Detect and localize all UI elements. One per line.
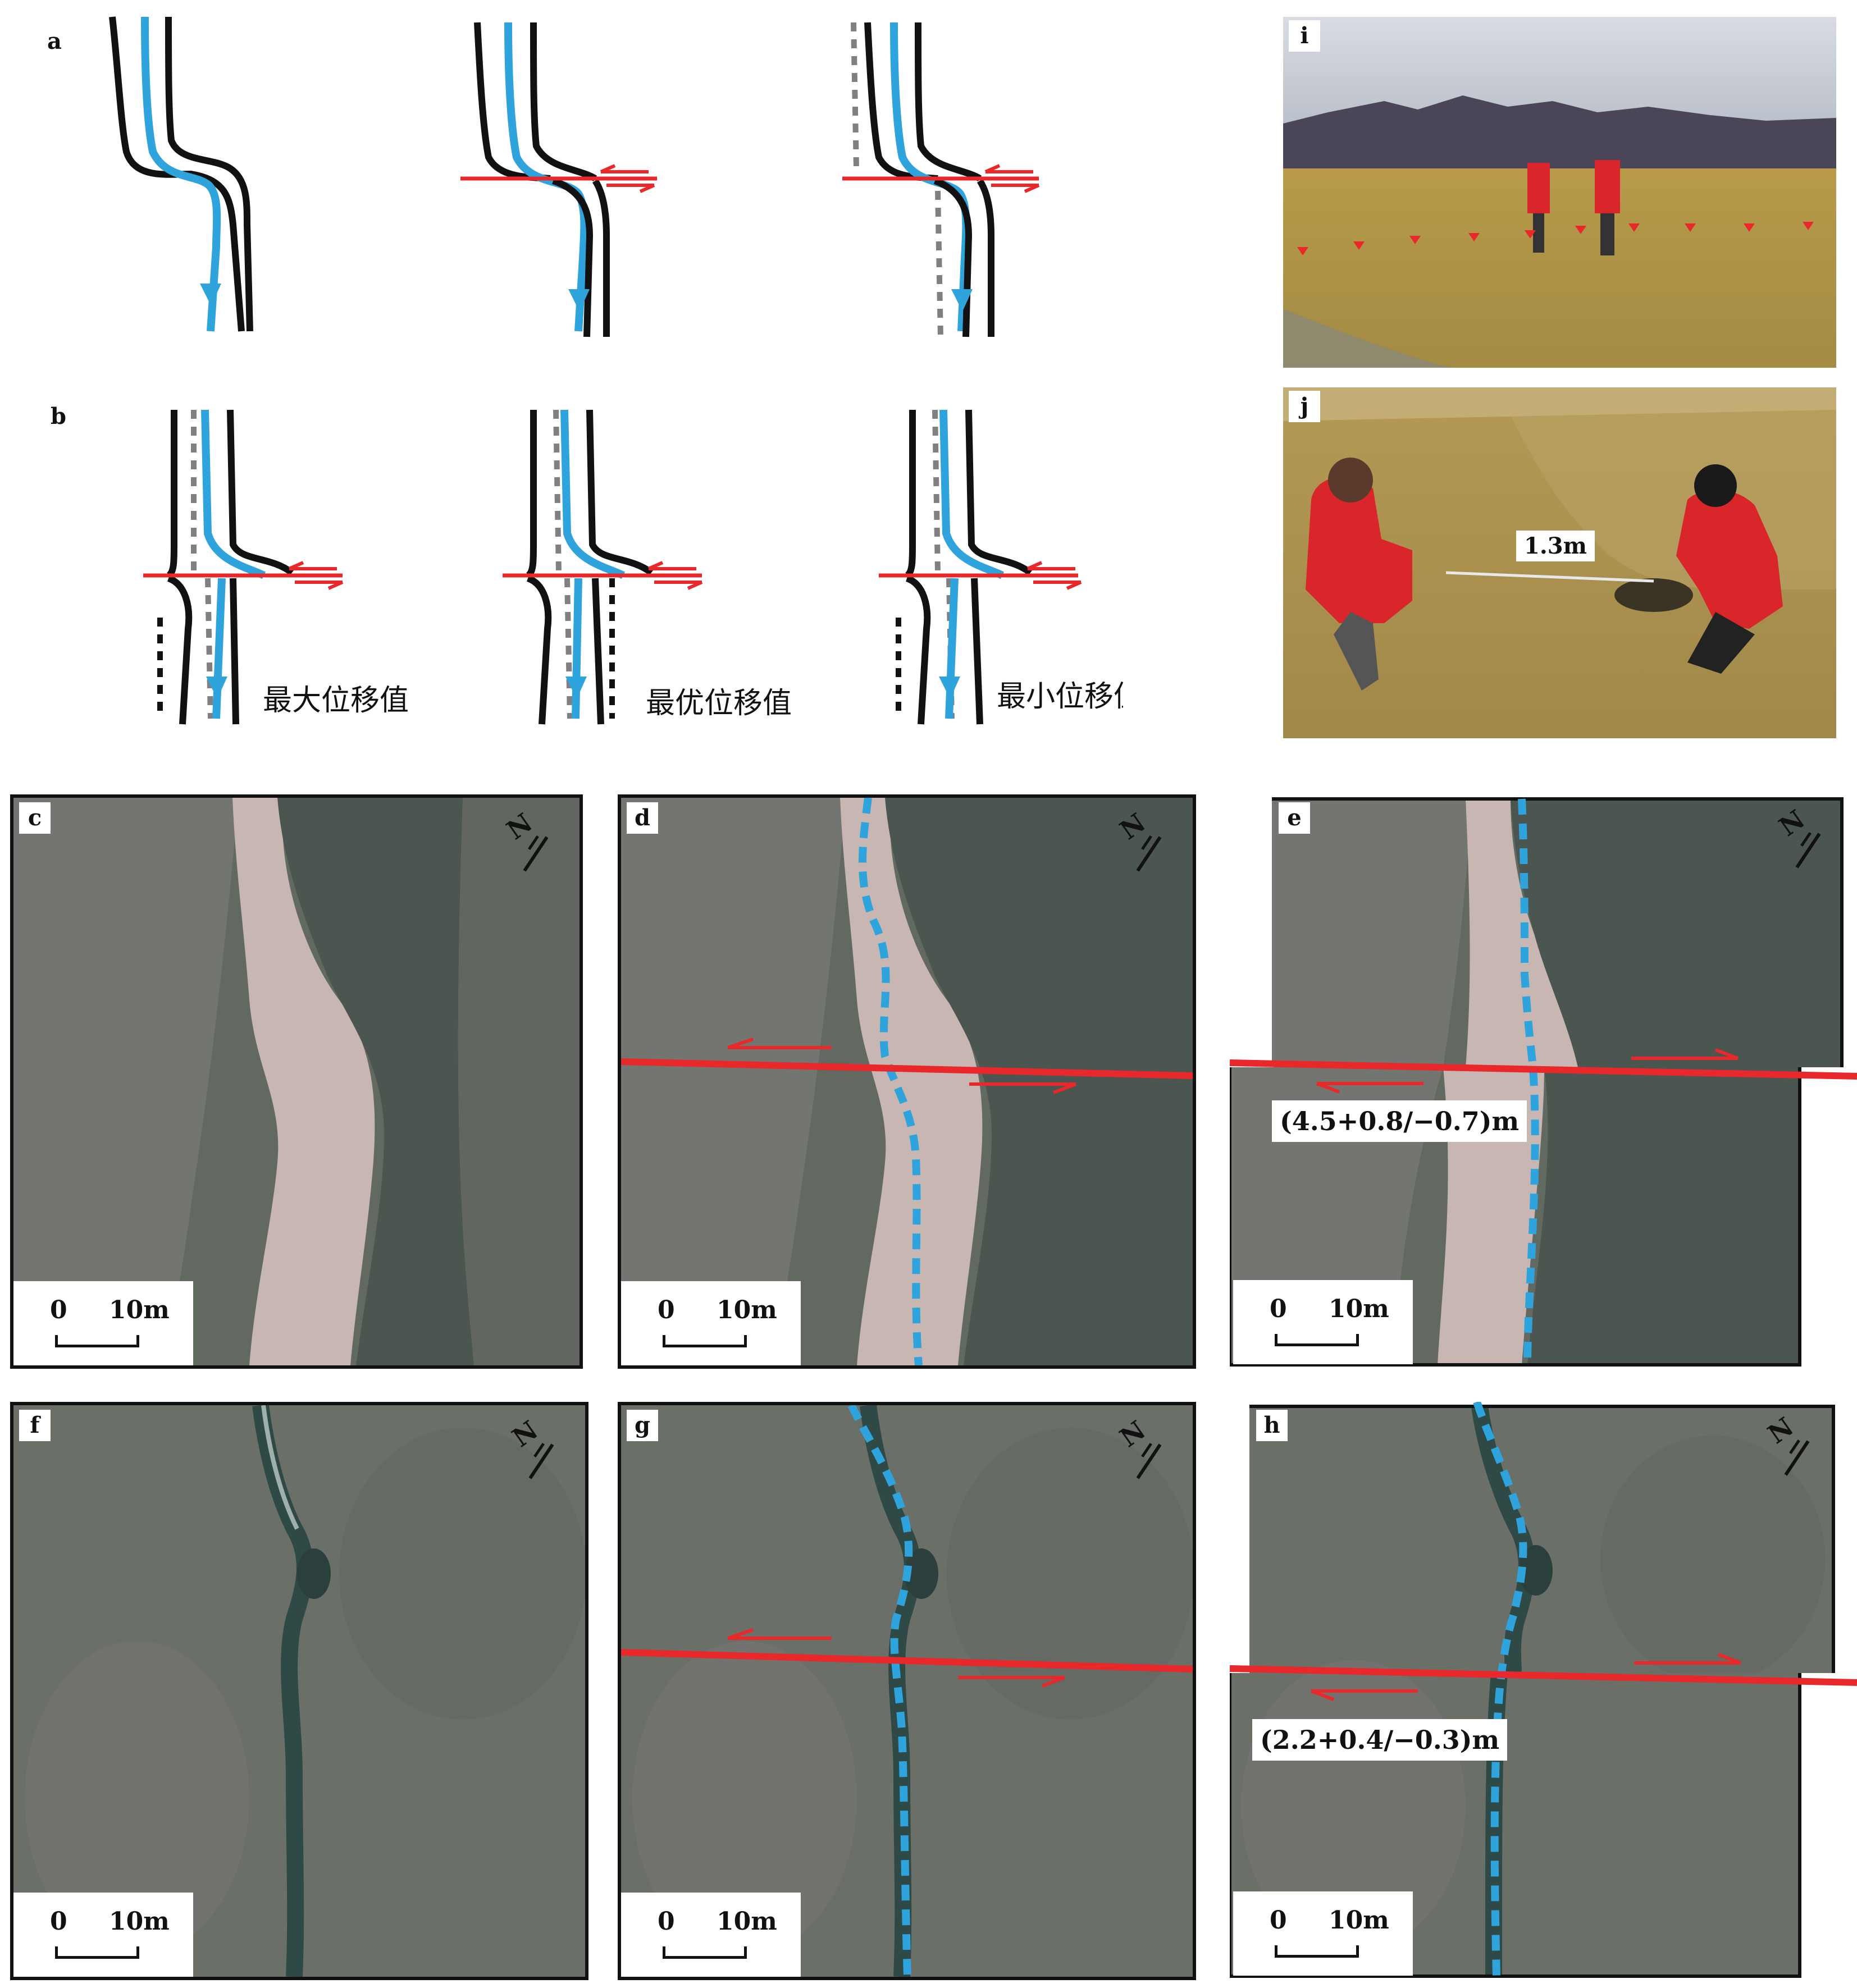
stream-faulted: [460, 22, 657, 337]
north-arrow-icon: [1784, 1439, 1810, 1476]
satellite-image-d: [621, 798, 1193, 1365]
offset-min-sketch: [879, 409, 1082, 725]
scale-length: 10m: [717, 1296, 777, 1324]
field-photo-j: [1283, 387, 1836, 738]
offset-best-sketch: [503, 409, 703, 725]
north-arrow-icon: [523, 835, 549, 872]
panel-label-d: d: [627, 802, 658, 834]
north-arrow-f: N: [507, 1415, 564, 1489]
min-offset-label: 最小位移值: [997, 680, 1123, 714]
satellite-image-g: [621, 1405, 1193, 1977]
panel-label-j: j: [1289, 391, 1320, 422]
north-arrow-icon: [528, 1442, 554, 1479]
tape-measurement-label: 1.3m: [1516, 531, 1595, 561]
satellite-c: c N 0 10m: [10, 794, 583, 1369]
scale-zero: 0: [1270, 1906, 1287, 1935]
field-photo-i: [1283, 17, 1836, 368]
scale-bar-line: [1275, 1945, 1359, 1958]
panel-label-i: i: [1289, 20, 1320, 52]
north-arrow-icon: [1795, 831, 1821, 869]
panel-label-h: h: [1256, 1410, 1288, 1441]
north-arrow-g: N: [1114, 1415, 1171, 1489]
satellite-image-f: [13, 1405, 585, 1977]
scale-zero: 0: [50, 1907, 67, 1936]
panel-label-c: c: [19, 802, 51, 834]
panel-b: b: [0, 382, 1123, 741]
stream-original: [109, 16, 253, 332]
scale-bar-line: [663, 1946, 747, 1959]
scale-zero: 0: [50, 1296, 67, 1324]
scale-length: 10m: [1329, 1906, 1389, 1935]
scale-bar-line: [55, 1335, 139, 1347]
scale-length: 10m: [109, 1296, 170, 1324]
scale-length: 10m: [1329, 1295, 1389, 1323]
scale-bar-line: [1275, 1334, 1359, 1346]
schematic-a: [109, 16, 1040, 337]
satellite-h: h N (2.2+0.4/−0.3)m 0 10m: [1230, 1402, 1857, 1980]
scale-zero: 0: [658, 1907, 675, 1936]
max-offset-label: 最大位移值: [263, 684, 409, 717]
photo-i: i: [1283, 17, 1836, 368]
scale-zero: 0: [658, 1296, 675, 1324]
north-arrow-h: N: [1762, 1411, 1819, 1486]
schematic-b: [143, 409, 1082, 725]
scale-length: 10m: [109, 1907, 170, 1936]
best-offset-label: 最优位移值: [646, 687, 792, 720]
north-arrow-d: N: [1114, 807, 1171, 882]
scale-bar-d: 0 10m: [621, 1281, 801, 1365]
satellite-image-c: [13, 798, 580, 1365]
north-arrow-icon: [1136, 1442, 1162, 1479]
satellite-f: f N 0 10m: [10, 1402, 588, 1980]
photo-j: j 1.3m: [1283, 387, 1836, 738]
panel-label-e: e: [1279, 802, 1310, 834]
scale-bar-g: 0 10m: [621, 1893, 801, 1977]
scale-bar-f: 0 10m: [13, 1893, 193, 1977]
scale-bar-line: [55, 1946, 139, 1959]
panel-label-a: a: [47, 28, 62, 54]
panel-label-g: g: [627, 1410, 658, 1441]
scale-bar-line: [663, 1335, 747, 1347]
scale-zero: 0: [1270, 1295, 1287, 1323]
north-arrow-e: N: [1773, 804, 1831, 879]
stream-faulted-restored: [842, 22, 1040, 337]
scale-length: 10m: [717, 1907, 777, 1936]
satellite-d: d N 0 10m: [618, 794, 1196, 1369]
offset-max-sketch: [143, 409, 344, 725]
satellite-g: g N 0 10m: [618, 1402, 1196, 1980]
panel-a: a: [0, 0, 1095, 371]
offset-measurement-e: (4.5+0.8/−0.7)m: [1272, 1100, 1527, 1142]
north-arrow-icon: [1136, 835, 1162, 872]
scale-bar-e: 0 10m: [1233, 1280, 1413, 1364]
satellite-e: e N (4.5+0.8/−0.7)m 0 10m: [1230, 794, 1857, 1369]
north-arrow-c: N: [501, 807, 558, 882]
panel-label-b: b: [51, 403, 66, 429]
offset-measurement-h: (2.2+0.4/−0.3)m: [1252, 1719, 1508, 1761]
scale-bar-c: 0 10m: [13, 1281, 193, 1365]
panel-label-f: f: [19, 1410, 51, 1441]
scale-bar-h: 0 10m: [1233, 1891, 1413, 1976]
